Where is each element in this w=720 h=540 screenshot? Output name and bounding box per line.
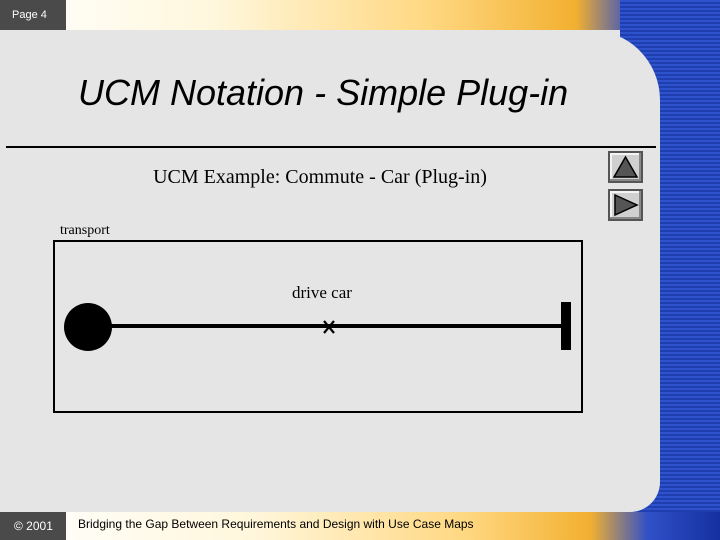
footer-text: Bridging the Gap Between Requirements an… bbox=[78, 517, 474, 531]
nav-up-button[interactable] bbox=[608, 151, 643, 183]
path-line bbox=[100, 324, 566, 328]
responsibility-label: drive car bbox=[292, 283, 352, 302]
footer-bar bbox=[0, 512, 720, 540]
page-number-label: Page 4 bbox=[0, 0, 66, 30]
header-bar bbox=[0, 0, 720, 30]
triangle-up-icon bbox=[612, 155, 639, 178]
example-title: UCM Example: Commute - Car (Plug-in) bbox=[153, 166, 487, 188]
nav-next-button[interactable] bbox=[608, 189, 643, 221]
component-label: transport bbox=[60, 223, 110, 238]
title-divider bbox=[6, 146, 656, 148]
copyright-label: © 2001 bbox=[0, 512, 66, 540]
slide-title: UCM Notation - Simple Plug-in bbox=[78, 72, 569, 113]
triangle-right-icon bbox=[614, 193, 639, 217]
responsibility-cross-icon bbox=[323, 320, 335, 334]
end-bar bbox=[561, 302, 571, 350]
